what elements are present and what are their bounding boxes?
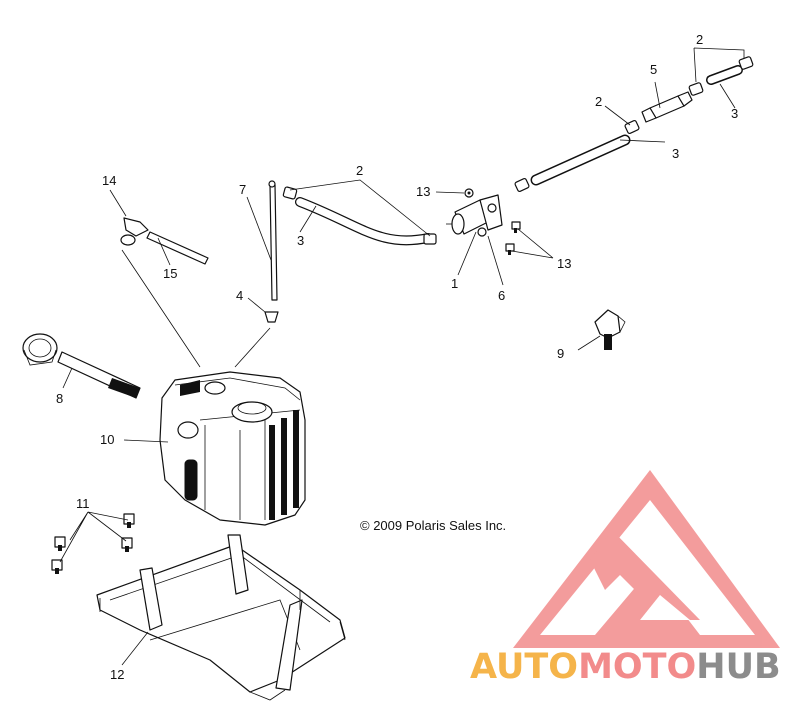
watermark-auto: AUTO (470, 647, 578, 687)
vent-fitting (120, 217, 149, 246)
callout-3-short-hose: 3 (731, 106, 738, 121)
bolt-3 (121, 537, 133, 552)
watermark-text: AUTOMOTOHUB (470, 647, 781, 687)
callout-2-top: 2 (696, 32, 703, 47)
watermark-moto: MOTO (578, 647, 696, 687)
callout-9: 9 (557, 346, 564, 361)
grommet (264, 311, 279, 323)
callout-13-nut: 13 (416, 184, 430, 199)
hose-clamp-f (738, 56, 754, 70)
pump-screw-b (505, 243, 515, 255)
bolt-1 (123, 513, 135, 528)
callout-8: 8 (56, 391, 63, 406)
callout-7: 7 (239, 182, 246, 197)
hose-clamp-c (514, 177, 530, 193)
vent-hose (146, 231, 209, 265)
callout-numbers: 14 15 7 4 2 3 13 1 6 13 2 3 5 2 3 9 8 10… (56, 32, 738, 682)
fuel-pickup-rod (268, 180, 278, 301)
callout-3-upper-hose: 3 (672, 146, 679, 161)
filler-neck-assembly (22, 333, 141, 399)
watermark-logo (513, 470, 780, 648)
callout-13-screws: 13 (557, 256, 571, 271)
callout-11: 11 (76, 496, 90, 511)
electrical-connector (594, 309, 626, 350)
mounting-bolts (51, 513, 135, 574)
hose-clamp-a (282, 186, 298, 200)
hose-clamp-b (423, 233, 437, 245)
fuel-hose-upper (530, 134, 631, 186)
callout-10: 10 (100, 432, 114, 447)
hose-clamp-e (688, 82, 704, 96)
callout-12: 12 (110, 667, 124, 682)
callout-14: 14 (102, 173, 116, 188)
callout-1: 1 (451, 276, 458, 291)
copyright-notice: © 2009 Polaris Sales Inc. (360, 518, 506, 533)
fuel-hose-lower (295, 197, 433, 246)
callout-2-center: 2 (356, 163, 363, 178)
fuel-pump (446, 194, 503, 237)
leader-lines (59, 47, 745, 666)
callout-2-mid: 2 (595, 94, 602, 109)
callout-3-lower-hose: 3 (297, 233, 304, 248)
fuel-hose-short (706, 65, 743, 85)
bolt-2 (54, 536, 66, 551)
callout-5: 5 (650, 62, 657, 77)
watermark-hub: HUB (696, 647, 780, 687)
logo-g-stroke (590, 530, 700, 620)
fuel-filter (641, 91, 693, 123)
bolt-4 (51, 559, 63, 574)
pump-nut (464, 188, 474, 198)
fuel-tank (159, 371, 306, 526)
callout-15: 15 (163, 266, 177, 281)
logo-g-notch (640, 595, 690, 620)
pump-screw-a (511, 221, 521, 233)
callout-4: 4 (236, 288, 243, 303)
tank-mounting-frame (96, 534, 346, 701)
callout-6: 6 (498, 288, 505, 303)
